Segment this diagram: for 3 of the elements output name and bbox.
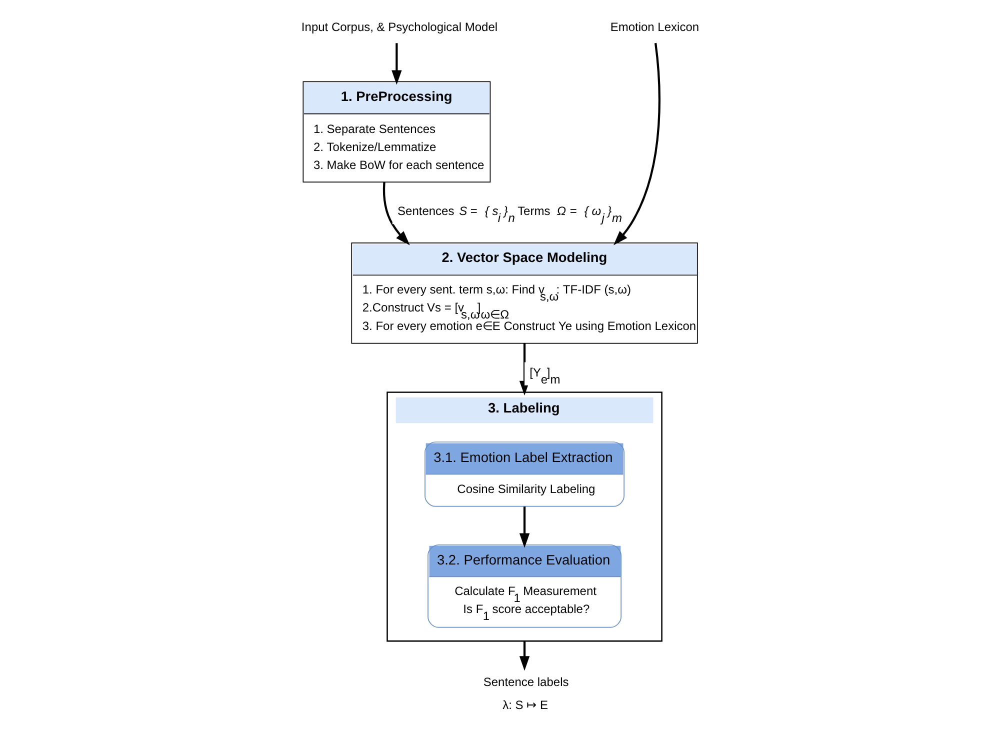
node-text: Sentence labels λ: S ↦ E <box>483 674 569 712</box>
node-text: Input Corpus, & Psychological Model <box>301 20 498 34</box>
node-text: Emotion Lexicon <box>610 20 700 34</box>
